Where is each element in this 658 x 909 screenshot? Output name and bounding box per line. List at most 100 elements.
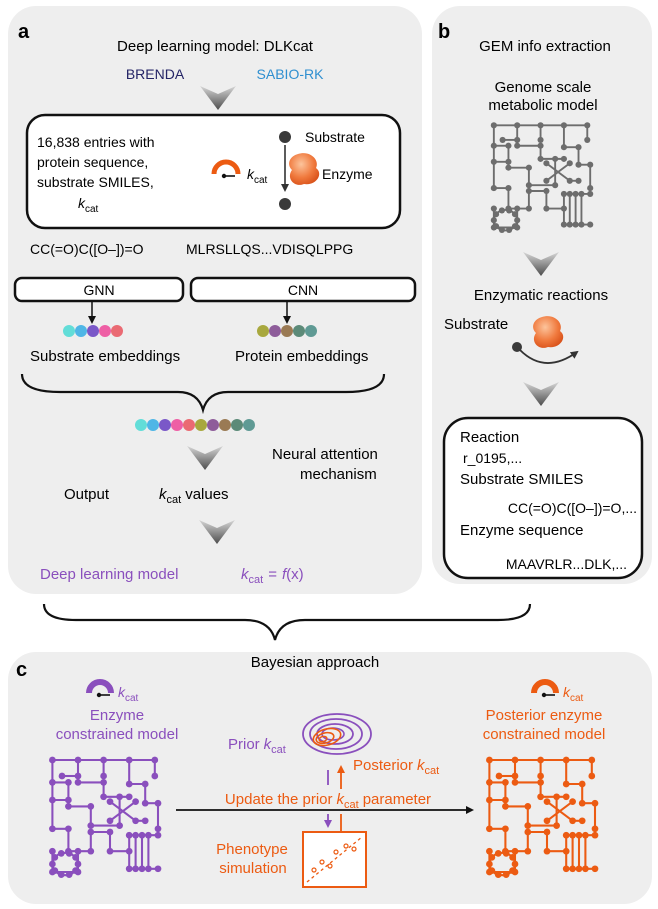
entries-kcat: kcat [78,195,99,215]
down-arrow-icon [199,520,235,544]
kcat-formula: kcat=f(x) [241,566,304,586]
network-node [116,822,123,829]
network-node [575,177,582,184]
network-node [525,205,532,212]
neural-attention-line-1: Neural attention [272,446,378,463]
entries-line-3: substrate SMILES, [37,174,154,190]
network-node [543,205,550,212]
network-node [566,177,573,184]
down-arrow-icon [523,252,559,276]
network-node [514,217,521,224]
network-node [562,847,570,855]
network-node [154,865,162,873]
enzyme-icon [289,153,320,185]
network-node [525,164,532,171]
network-node [116,793,123,801]
network-node [575,144,582,151]
kcat-gauge-icon [211,159,241,179]
network-node [145,865,152,873]
network-node [543,847,551,855]
network-node [524,822,532,829]
posterior-model-line-2: constrained model [483,726,606,743]
combined-dot-3 [159,419,171,431]
network-node [525,182,532,189]
panel-b-title: GEM info extraction [479,38,611,55]
network-node [100,793,107,801]
network-node [584,122,591,129]
protein-embeddings-label: Protein embeddings [235,348,368,365]
network-node [505,142,512,149]
network-node [514,136,521,143]
metabolic-network-icon [490,122,594,233]
network-node [106,817,114,825]
substrate-dot-1 [63,325,75,337]
combined-dot-7 [207,419,219,431]
merge-brace-icon [20,373,386,415]
network-node [502,871,510,879]
network-node [537,772,544,780]
network-node [87,822,95,829]
network-node [537,142,544,149]
network-node [154,799,162,807]
protein-dot-2 [269,325,281,337]
network-node [132,817,139,825]
network-node [100,772,107,780]
protein-sequence: MLRSLLQS...VDISQLPPG [186,241,353,257]
network-node [511,223,519,230]
network-node [490,142,497,149]
network-node [553,793,560,801]
network-node [65,849,73,857]
down-arrow-icon [200,86,236,110]
network-node [494,849,502,857]
network-node [562,831,570,839]
product-node-icon [279,198,291,210]
network-node [490,217,497,224]
network-node [502,825,509,833]
network-node [572,190,579,197]
network-node [490,185,497,192]
combined-dot-2 [147,419,159,431]
network-node [154,825,162,833]
combined-embedding-dots [135,419,255,431]
network-node [524,803,532,810]
network-node [562,865,570,873]
panel-c-letter: c [16,659,27,681]
network-node [486,825,493,833]
network-node [511,756,519,764]
network-node [106,798,114,805]
network-node [537,136,544,143]
network-node [543,828,551,836]
panel-c-title: Bayesian approach [251,654,379,671]
protein-dot-1 [257,325,269,337]
network-node [74,847,82,855]
network-node [502,803,509,810]
down-arrow-icon [523,382,559,406]
network-node [582,831,589,839]
network-node [486,847,493,855]
network-node [543,798,551,805]
combined-dot-10 [243,419,255,431]
network-node [72,867,79,874]
down-arrow-icon [187,446,223,470]
network-node [141,799,149,807]
network-node [543,160,550,167]
network-node [562,793,570,801]
network-node [100,756,107,764]
network-node [100,779,107,786]
network-node [569,817,576,825]
combined-dot-1 [135,419,147,431]
network-node [125,847,133,855]
network-node [524,847,532,855]
network-node [488,854,496,861]
combined-dot-9 [231,419,243,431]
network-node [591,799,599,807]
substrate-embeddings-label: Substrate embeddings [30,348,180,365]
panel-b-letter: b [438,21,450,43]
network-node [502,796,509,804]
network-node [578,780,586,788]
network-node [509,854,516,861]
posterior-model-kcat: kcat [563,684,584,704]
network-node [65,803,72,810]
